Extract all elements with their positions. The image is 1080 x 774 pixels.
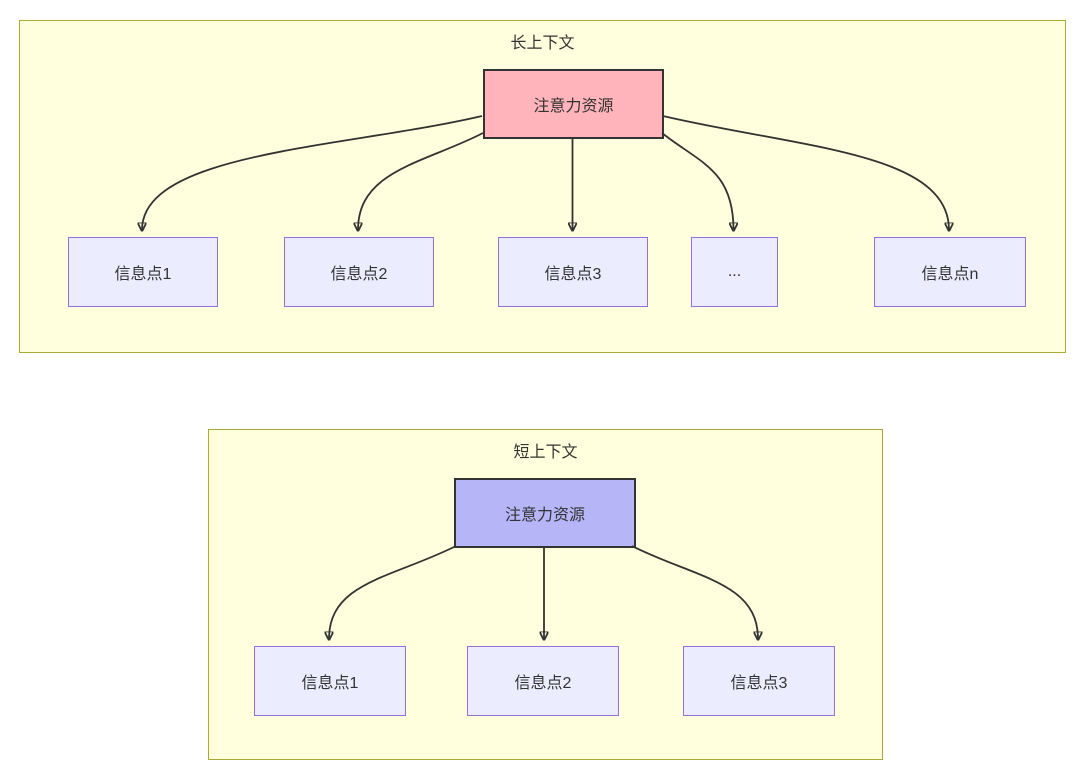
long-info-node-2: 信息点2 xyxy=(284,237,434,307)
long-attention-node: 注意力资源 xyxy=(483,69,664,139)
long-context-panel: 长上下文 注意力资源 信息点1 信息点2 信息点3 ... 信息点n xyxy=(19,20,1066,353)
long-info-node-3: 信息点3 xyxy=(498,237,648,307)
short-info-node-3: 信息点3 xyxy=(683,646,835,716)
long-info-node-n: 信息点n xyxy=(874,237,1026,307)
short-context-title: 短上下文 xyxy=(513,444,578,461)
short-context-panel: 短上下文 注意力资源 信息点1 信息点2 信息点3 xyxy=(208,429,883,760)
long-context-title: 长上下文 xyxy=(510,35,575,52)
short-info-node-1: 信息点1 xyxy=(254,646,406,716)
short-info-node-2: 信息点2 xyxy=(467,646,619,716)
short-attention-node: 注意力资源 xyxy=(454,478,636,548)
long-info-node-1: 信息点1 xyxy=(68,237,218,307)
long-info-node-ellipsis: ... xyxy=(691,237,778,307)
